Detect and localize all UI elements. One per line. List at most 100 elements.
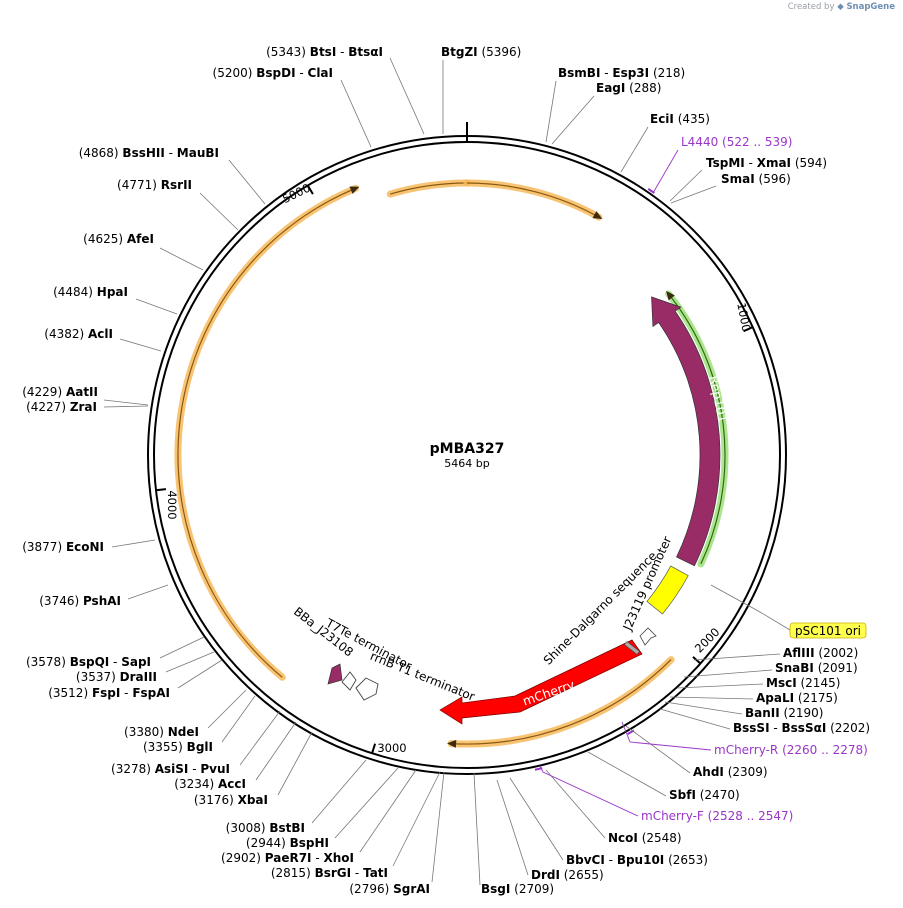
- feature-rep101: [651, 296, 721, 567]
- feature-label-rrnb-t1-terminator: rrnB T1 terminator: [368, 649, 477, 704]
- orange-halo-bottom-core: [451, 659, 672, 745]
- leader-line: [103, 399, 149, 406]
- orange-halo-bottom-arrow: [447, 739, 457, 748]
- backbone: [147, 122, 787, 775]
- leader-line: [221, 695, 256, 743]
- site-fspi: (3512) FspI - FspAI: [48, 686, 170, 700]
- site-bsphi: (2944) BspHI: [246, 836, 329, 850]
- site-zrai: (4227) ZraI: [26, 400, 97, 414]
- primer-mcherry-f-label-line: [539, 765, 639, 817]
- orange-halo-top-core: [390, 182, 468, 195]
- orange-halo-top-2: [463, 179, 603, 221]
- tick-label: 4000: [165, 490, 179, 519]
- leader-line: [340, 79, 372, 148]
- leader-line: [710, 584, 791, 631]
- site-ahdi: AhdI (2309): [693, 765, 768, 779]
- site-bstbi: (3008) BstBI: [226, 821, 305, 835]
- snapgene-logo-icon: ◆: [837, 2, 844, 12]
- leader-line: [587, 751, 667, 797]
- feature-t7te-terminator: [341, 671, 357, 691]
- leader-line: [676, 683, 764, 689]
- leader-line: [119, 338, 162, 352]
- site-paer7i: (2902) PaeR7I - XhoI: [221, 851, 354, 865]
- leader-line: [509, 777, 564, 861]
- site-snabi: SnaBI (2091): [775, 661, 858, 675]
- leader-line: [473, 772, 481, 886]
- site-leader-lines: [103, 57, 791, 886]
- site-btsi: (5343) BtsI - BtsαI: [266, 45, 383, 59]
- orange-halo-left: [174, 184, 360, 681]
- leader-line: [693, 653, 781, 661]
- features: [327, 188, 721, 771]
- tick-label: 3000: [377, 741, 406, 755]
- credit-brand: SnapGene: [846, 2, 895, 12]
- site-sgrai: (2796) SgrAI: [349, 882, 430, 896]
- tick-label: 1000: [734, 302, 753, 333]
- primer-mcherry-r-label-line: [621, 721, 712, 751]
- site-rsrii: (4771) RsrII: [117, 178, 192, 192]
- credit-prefix: Created by: [787, 2, 835, 12]
- feature-bba-j23108: [327, 663, 343, 685]
- site-acli: (4382) AclI: [44, 327, 113, 341]
- site-pshai: (3746) PshAI: [39, 594, 121, 608]
- plasmid-length: 5464 bp: [444, 457, 489, 470]
- leader-line: [239, 710, 281, 766]
- site-ndei: (3380) NdeI: [124, 725, 199, 739]
- orange-halo-top: [386, 179, 471, 198]
- site-afliii: AflIII (2002): [783, 646, 858, 660]
- leader-line: [159, 636, 205, 659]
- leader-line: [496, 779, 529, 876]
- svg-text:pSC101 ori: pSC101 ori: [795, 624, 861, 638]
- site-ecii: EciI (435): [650, 112, 710, 126]
- leader-line: [165, 651, 215, 673]
- site-ncoi: NcoI (2548): [608, 831, 682, 845]
- site-drdi: DrdI (2655): [531, 868, 604, 882]
- plasmid-name: pMBA327: [430, 441, 505, 457]
- leader-line: [664, 701, 743, 715]
- site-banii: BanII (2190): [745, 706, 823, 720]
- site-acci: (3234) AccI: [174, 777, 246, 791]
- leader-line: [159, 247, 204, 271]
- leader-line: [199, 192, 239, 231]
- snapgene-credit: Created by ◆ SnapGene: [788, 2, 895, 12]
- site-bbvci: BbvCI - Bpu10I (2653): [566, 853, 708, 867]
- feature-j23119-promoter: [646, 565, 689, 615]
- leader-line: [659, 708, 731, 730]
- leader-line: [111, 539, 156, 548]
- orange-halo-top-2-core: [466, 182, 600, 218]
- primer-l4440-label: L4440 (522 .. 539): [681, 135, 792, 149]
- leader-line: [620, 126, 649, 173]
- leader-line: [392, 771, 441, 867]
- primer-mcherry-r-label: mCherry-R (2260 .. 2278): [714, 743, 868, 757]
- feature-label-psc101-ori: pSC101 ori: [789, 622, 867, 639]
- site-tspmi: TspMI - XmaI (594): [706, 156, 827, 170]
- leader-line: [334, 767, 399, 839]
- feature-shine-dalgarno: [624, 641, 640, 655]
- leader-line: [683, 669, 773, 678]
- leader-line: [669, 169, 703, 202]
- leader-line: [277, 731, 313, 796]
- primer-l4440-label-line: [652, 149, 679, 194]
- leader-line: [127, 584, 169, 600]
- leader-line: [431, 771, 445, 883]
- tick-mark: [306, 184, 314, 195]
- tick-mark: [155, 488, 167, 492]
- feature-mcherry: [439, 639, 643, 725]
- orange-halo-top-arrow: [592, 211, 603, 220]
- leader-line: [551, 95, 595, 145]
- site-bgli: (3355) BglI: [143, 740, 213, 754]
- site-bsmbi: BsmBI - Esp3I (218): [558, 66, 685, 80]
- leader-line: [545, 80, 557, 143]
- site-econi: (3877) EcoNI: [22, 540, 104, 554]
- site-draiii: (3537) DraIII: [76, 670, 157, 684]
- site-asisi: (3278) AsiSI - PvuI: [111, 762, 230, 776]
- orange-halo-left-arrow: [349, 186, 360, 194]
- site-sbfi: SbfI (2470): [669, 788, 740, 802]
- site-bspdi: (5200) BspDI - ClaI: [213, 66, 333, 80]
- leader-line: [545, 769, 606, 839]
- leader-line: [670, 185, 717, 204]
- site-bsrgi: (2815) BsrGI - TatI: [271, 866, 388, 880]
- site-smai: SmaI (596): [721, 172, 791, 186]
